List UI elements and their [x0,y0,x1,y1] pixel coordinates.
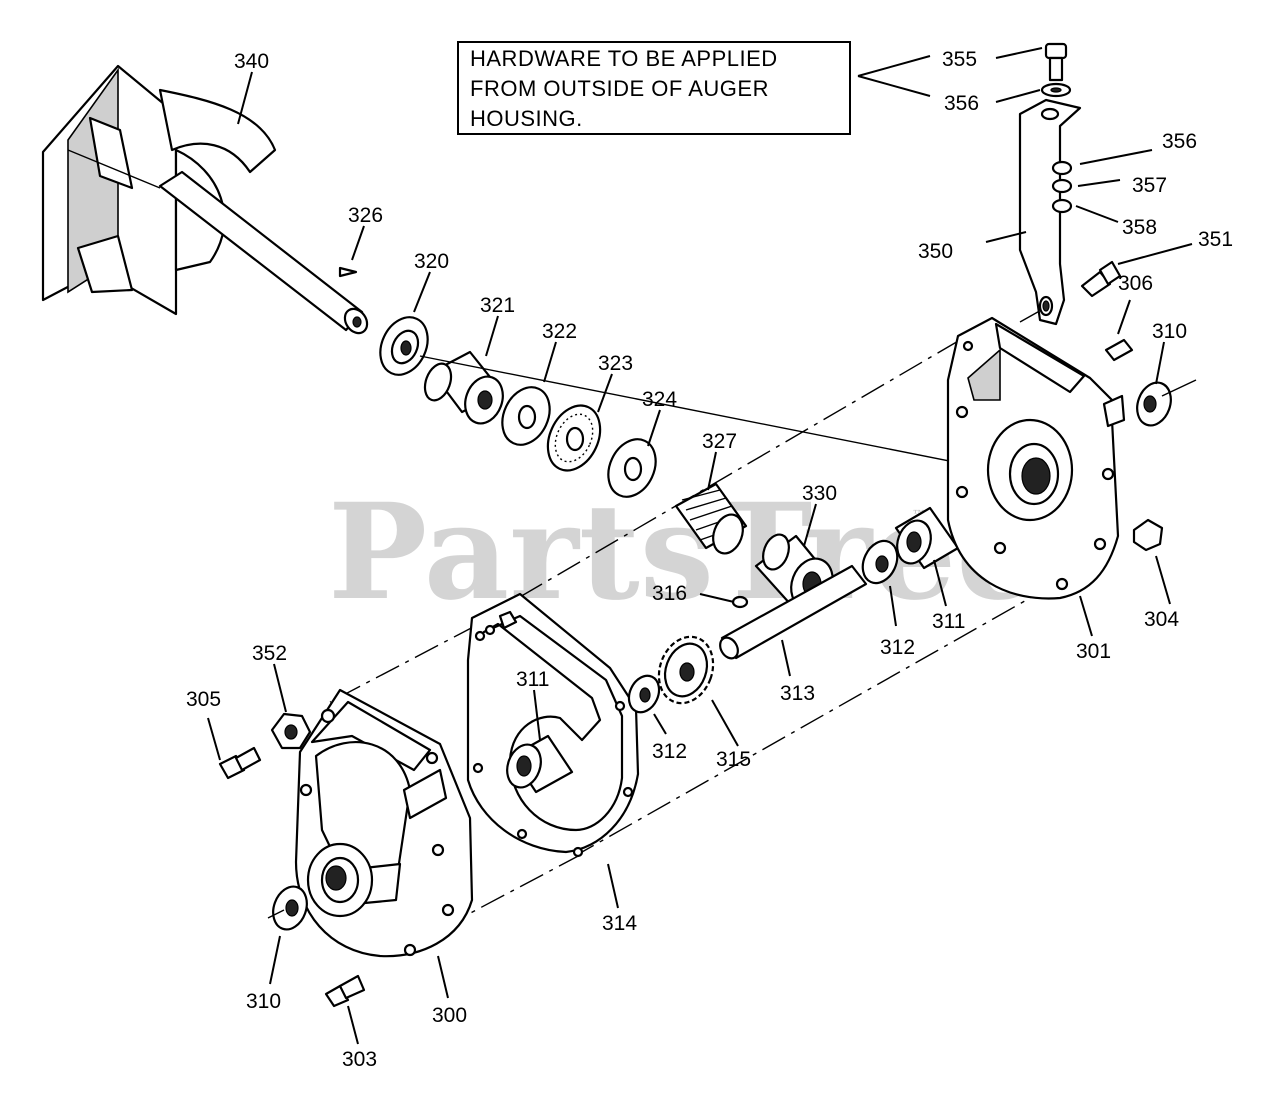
auger-assembly-340 [41,64,369,335]
callout-312-right: 312 [880,636,915,659]
shaft-313 [719,564,868,660]
callout-316: 316 [652,582,687,605]
callout-323: 323 [598,352,633,375]
leader-lines [207,47,1193,1045]
callout-352: 352 [252,642,287,665]
callout-310-left: 310 [246,990,281,1013]
gear-315 [657,635,715,705]
callout-324: 324 [642,388,677,411]
callout-311-left: 311 [516,668,549,691]
callout-labels: 340 326 320 321 322 323 324 327 330 316 … [186,48,1233,1071]
callout-314: 314 [602,912,637,935]
callout-312-left: 312 [652,740,687,763]
bolt-355 [1044,42,1068,82]
callout-313: 313 [780,682,815,705]
pin-326 [338,266,358,278]
callout-315: 315 [716,748,751,771]
bolt-305 [218,746,262,780]
gasket-314 [466,592,640,858]
note-line-2: FROM OUTSIDE OF AUGER [470,76,769,101]
callout-306: 306 [1118,272,1153,295]
bushing-321 [423,350,504,425]
bushing-311-left [506,734,574,794]
callout-356-top: 356 [944,92,979,115]
bushing-311-right [894,506,960,570]
worm-gear-327 [674,482,748,555]
washer-312-left [627,674,661,714]
washer-356-top [1040,82,1072,98]
gear-housing-301 [946,316,1126,600]
callout-305: 305 [186,688,221,711]
callout-300: 300 [432,1004,467,1027]
callout-358: 358 [1122,216,1157,239]
washer-324 [607,438,657,498]
callout-303: 303 [342,1048,377,1071]
washer-322 [501,386,551,446]
callout-311-right: 311 [932,610,965,633]
washer-312-right [861,539,899,585]
callout-340: 340 [234,50,269,73]
callout-321: 321 [480,294,515,317]
thrust-bearing-323 [546,404,602,472]
callout-357: 357 [1132,174,1167,197]
key-316 [731,595,749,609]
gear-housing-300 [294,688,474,958]
callout-326: 326 [348,204,383,227]
callout-301: 301 [1076,640,1111,663]
set-screw-306 [1104,338,1134,362]
washers-356-357-358 [1051,160,1073,214]
callout-351: 351 [1198,228,1233,251]
nut-304 [1132,518,1164,552]
bearing-320 [379,316,429,376]
callout-350: 350 [918,240,953,263]
note-line-3: HOUSING. [470,106,583,131]
callout-330: 330 [802,482,837,505]
callout-322: 322 [542,320,577,343]
hardware-note: HARDWARE TO BE APPLIED FROM OUTSIDE OF A… [457,41,931,135]
bearing-310-left [267,885,308,931]
bolt-303 [324,974,366,1008]
bolt-351 [1080,260,1122,298]
callout-320: 320 [414,250,449,273]
callout-327: 327 [702,430,737,453]
bracket-350 [1018,98,1082,326]
note-line-1: HARDWARE TO BE APPLIED [470,46,778,71]
nut-352 [270,712,312,750]
callout-356: 356 [1162,130,1197,153]
bearing-310-right [1136,379,1197,427]
callout-310-right: 310 [1152,320,1187,343]
callout-355: 355 [942,48,977,71]
callout-304: 304 [1144,608,1179,631]
